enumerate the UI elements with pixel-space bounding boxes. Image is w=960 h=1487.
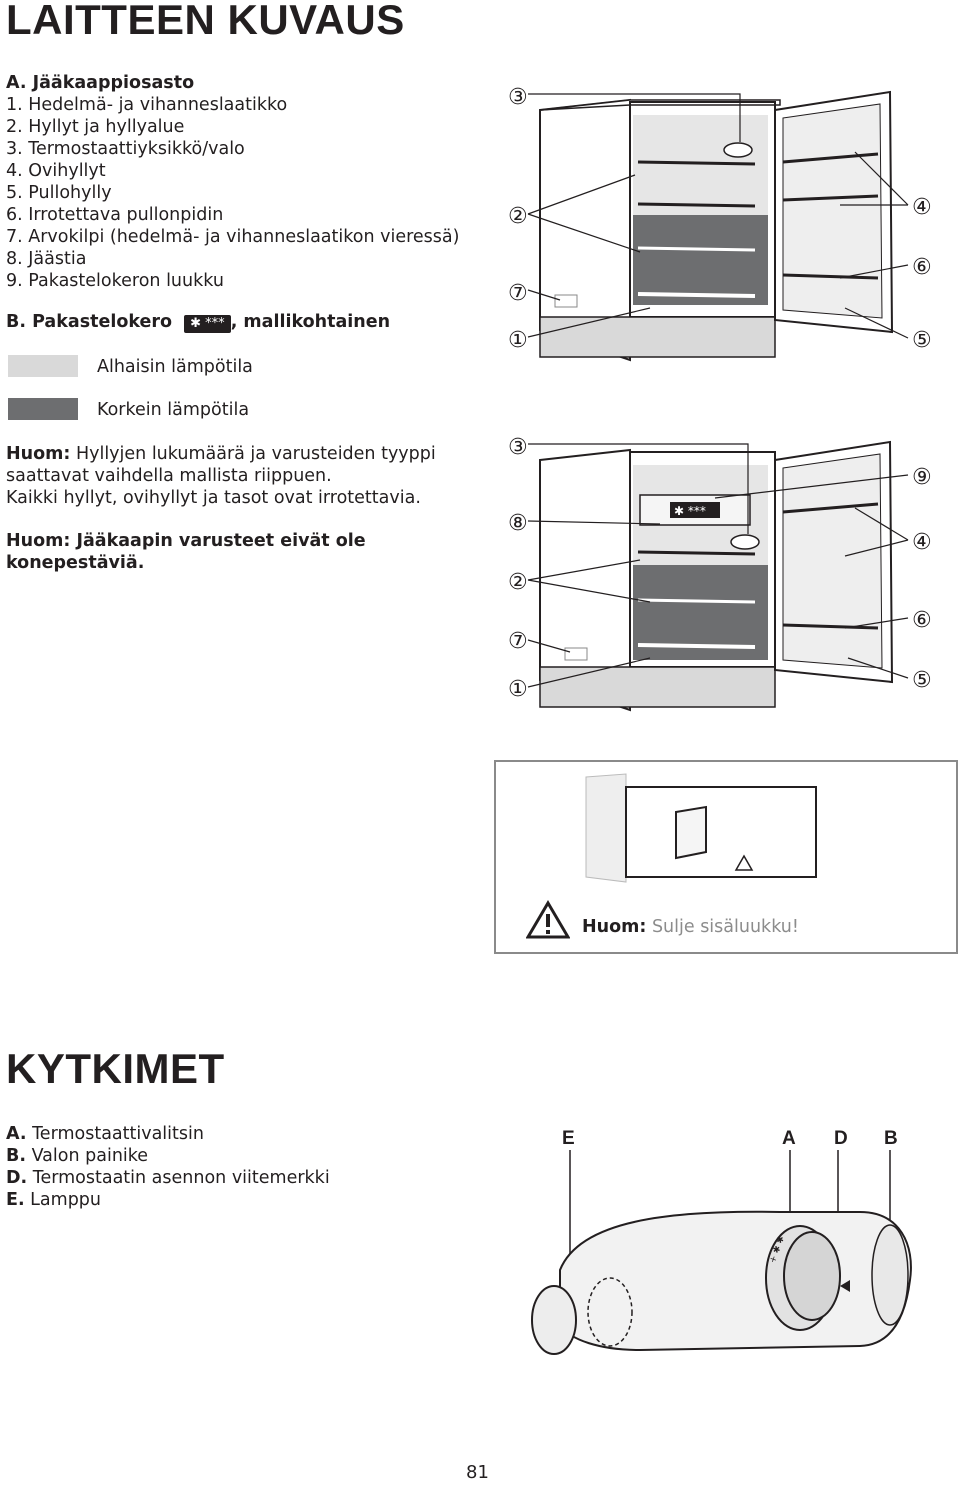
page-number: 81	[466, 1462, 489, 1483]
warning-box: Huom: Sulje sisäluukku!	[494, 760, 958, 954]
freezer-star-label: ✱ ***	[674, 504, 706, 518]
freezer-star-badge	[670, 502, 720, 518]
callout-1: ①	[508, 328, 528, 353]
door-inner-light	[782, 103, 883, 319]
note-shelves: Huom: Hyllyjen lukumäärä ja varusteiden …	[6, 443, 436, 509]
thermostat-unit	[723, 142, 753, 158]
b-heading-prefix: B. Pakastelokero	[6, 312, 173, 332]
note-text: saattavat vaihdella mallista riippuen.	[6, 466, 332, 486]
legend-label-dark: Korkein lämpötila	[97, 400, 250, 420]
warning-label: Huom:	[582, 917, 647, 937]
panel-housing	[559, 1210, 912, 1352]
label-d: D	[834, 1128, 848, 1149]
list-item: 5. Pullohylly	[6, 183, 112, 203]
note-dishwasher: Huom: Jääkaapin varusteet eivät ole kone…	[6, 530, 366, 574]
fridge-diagram-2: ✱ *** ③ ⑧ ② ⑦ ① ⑨ ④ ⑥ ⑤	[508, 435, 932, 712]
callout-8: ⑧	[508, 511, 528, 536]
door-shelf	[782, 502, 879, 514]
cabinet-interior-dark	[633, 215, 768, 305]
callout-5: ⑤	[912, 328, 932, 353]
rating-plate	[554, 294, 578, 308]
lamp-icon	[587, 1277, 633, 1347]
plinth	[539, 666, 776, 708]
callout-3: ③	[508, 435, 528, 460]
list-item: 3. Termostaattiyksikkö/valo	[6, 139, 245, 159]
callout-7: ⑦	[508, 281, 528, 306]
label-e: E	[562, 1128, 575, 1149]
note-text: Hyllyjen lukumäärä ja varusteiden tyyppi	[70, 444, 436, 464]
shelf	[637, 550, 756, 556]
callout-4: ④	[912, 530, 932, 555]
list-item: 1. Hedelmä- ja vihanneslaatikko	[6, 95, 288, 115]
callout-1: ①	[508, 677, 528, 702]
shelf	[637, 246, 756, 252]
label-a: A	[782, 1128, 796, 1149]
freezer-door-illustration	[585, 773, 817, 883]
callout-7: ⑦	[508, 629, 528, 654]
list-item: 4. Ovihyllyt	[6, 161, 106, 181]
callout-6: ⑥	[912, 255, 932, 280]
controls-list: A. Termostaattivalitsin B. Valon painike…	[6, 1123, 330, 1211]
callout-4: ④	[912, 195, 932, 220]
cabinet-side	[539, 448, 631, 712]
warning-message: Huom: Sulje sisäluukku!	[582, 916, 799, 938]
warning-text: Sulje sisäluukku!	[646, 917, 799, 937]
control-panel-illustration: + ✱ ✱	[531, 1150, 912, 1355]
leader-lines	[527, 93, 909, 339]
warning-triangle-icon	[734, 854, 754, 871]
callout-3: ③	[508, 85, 528, 110]
lamp-housing	[531, 1285, 577, 1355]
legend-label-light: Alhaisin lämpötila	[97, 357, 253, 377]
shelf	[637, 202, 756, 208]
list-item: 6. Irrotettava pullonpidin	[6, 205, 224, 225]
leader-lines	[527, 443, 909, 688]
shelf	[637, 160, 756, 166]
note-text: konepestäviä.	[6, 553, 145, 573]
thermostat-unit	[730, 534, 760, 550]
list-item: A. Termostaattivalitsin	[6, 1124, 204, 1144]
a-heading: A. Jääkaappiosasto	[6, 73, 195, 93]
freezer-star-icon: ✱ ***	[184, 315, 231, 333]
callout-5: ⑤	[912, 668, 932, 693]
door-inner-light	[782, 453, 883, 669]
plinth	[539, 316, 776, 358]
list-item: D. Termostaatin asennon viitemerkki	[6, 1168, 330, 1188]
shelf	[637, 598, 756, 604]
callout-6: ⑥	[912, 608, 932, 633]
note-text: Kaikki hyllyt, ovihyllyt ja tasot ovat i…	[6, 488, 421, 508]
rating-plate	[564, 647, 588, 661]
door-shelf	[782, 152, 879, 164]
legend-swatch-light	[8, 355, 78, 377]
fridge-diagram-1: ③ ② ⑦ ① ④ ⑥ ⑤	[508, 85, 932, 362]
note-label: Huom:	[6, 444, 71, 464]
list-item: B. Valon painike	[6, 1146, 149, 1166]
b-heading-suffix: , mallikohtainen	[230, 312, 391, 332]
list-item: 2. Hyllyt ja hyllyalue	[6, 117, 185, 137]
note-text: Huom: Jääkaapin varusteet eivät ole	[6, 531, 366, 551]
b-heading: B. Pakastelokero ✱ ***, mallikohtainen	[6, 311, 390, 333]
section-title-controls: KYTKIMET	[6, 1045, 225, 1092]
list-item: 7. Arvokilpi (hedelmä- ja vihanneslaatik…	[6, 227, 460, 247]
door-shelf	[782, 273, 879, 280]
thermostat-dial	[783, 1231, 841, 1321]
warning-icon	[526, 900, 570, 939]
callout-2: ②	[508, 204, 528, 229]
light-button[interactable]	[871, 1224, 909, 1326]
list-item: E. Lamppu	[6, 1190, 102, 1210]
position-marker-icon	[840, 1280, 850, 1292]
list-item: 8. Jäästia	[6, 249, 87, 269]
legend-swatch-dark	[8, 398, 78, 420]
door-shelf	[782, 194, 879, 202]
crisper	[637, 643, 756, 649]
section-title-description: LAITTEEN KUVAUS	[6, 0, 405, 43]
crisper	[637, 292, 756, 298]
list-item: 9. Pakastelokeron luukku	[6, 271, 224, 291]
callout-2: ②	[508, 570, 528, 595]
callout-9: ⑨	[912, 465, 932, 490]
door-shelf	[782, 623, 879, 630]
component-list: 1. Hedelmä- ja vihanneslaatikko 2. Hylly…	[6, 94, 459, 292]
label-b: B	[884, 1128, 898, 1149]
